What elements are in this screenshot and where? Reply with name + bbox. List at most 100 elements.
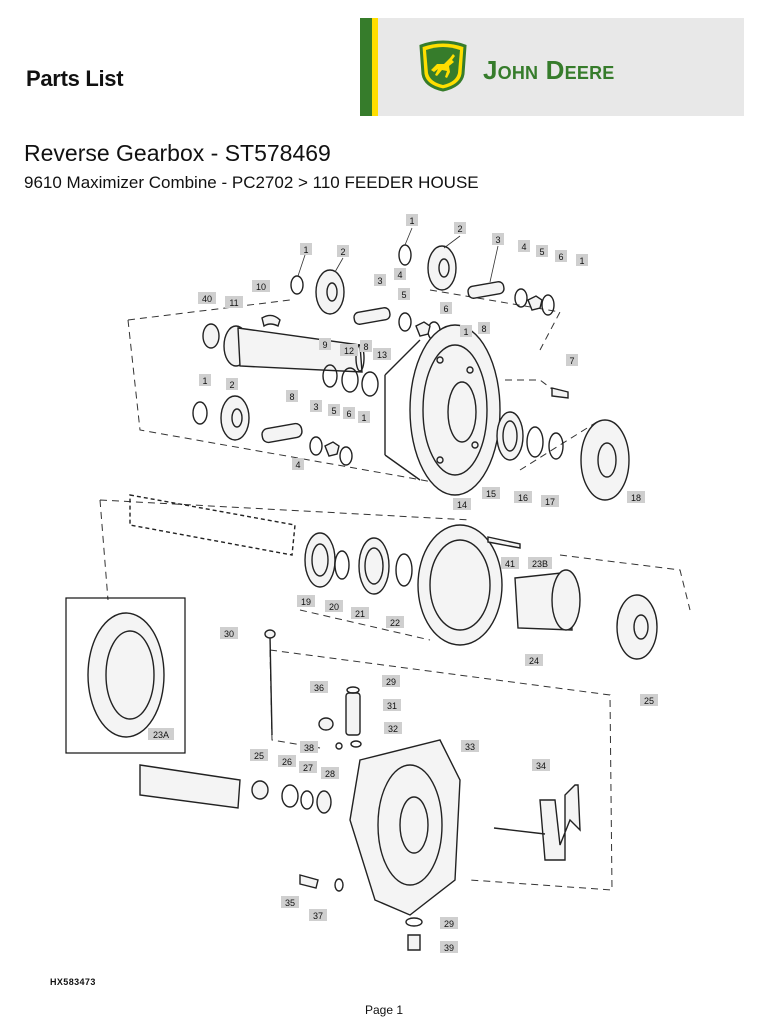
svg-text:6: 6	[346, 409, 351, 419]
callout-4c: 4	[292, 458, 304, 470]
callout-11: 11	[225, 296, 243, 308]
callout-4a: 4	[518, 240, 530, 252]
svg-text:38: 38	[304, 743, 314, 753]
svg-text:5: 5	[331, 406, 336, 416]
svg-text:13: 13	[377, 350, 387, 360]
svg-text:20: 20	[329, 602, 339, 612]
svg-text:41: 41	[505, 559, 515, 569]
svg-text:31: 31	[387, 701, 397, 711]
svg-text:29: 29	[386, 677, 396, 687]
callout-22: 22	[386, 616, 404, 628]
document-title: Reverse Gearbox - ST578469	[24, 140, 331, 166]
callout-20: 20	[325, 600, 343, 612]
part-group-lower	[139, 629, 581, 951]
document-subtitle: 9610 Maximizer Combine - PC2702 > 110 FE…	[24, 173, 479, 192]
svg-text:18: 18	[631, 493, 641, 503]
callout-3c: 3	[310, 400, 322, 412]
svg-text:4: 4	[521, 242, 526, 252]
callout-3a: 3	[492, 233, 504, 245]
part-group-upper-shaft	[202, 314, 379, 397]
callout-15: 15	[482, 487, 500, 499]
exploded-parts-diagram: 1 2 1 2 3 4 5 6 1 4 3 5 10 40 11 6 8 1 8…	[65, 214, 691, 953]
svg-text:1: 1	[303, 245, 308, 255]
callout-5b: 5	[398, 288, 410, 300]
callout-12: 12	[340, 344, 358, 356]
callout-1c: 1	[576, 254, 588, 266]
callout-4b: 4	[394, 268, 406, 280]
svg-text:1: 1	[579, 256, 584, 266]
svg-text:34: 34	[536, 761, 546, 771]
svg-text:23B: 23B	[532, 559, 548, 569]
svg-text:36: 36	[314, 683, 324, 693]
svg-text:24: 24	[529, 656, 539, 666]
svg-text:1: 1	[202, 376, 207, 386]
callout-1f: 1	[358, 411, 370, 423]
deer-logo-icon	[419, 40, 467, 92]
svg-text:2: 2	[229, 380, 234, 390]
callout-13: 13	[373, 348, 391, 360]
svg-text:3: 3	[377, 276, 382, 286]
callout-33: 32	[384, 722, 402, 734]
svg-text:14: 14	[457, 500, 467, 510]
callout-1d: 1	[460, 325, 472, 337]
callout-23a: 23A	[148, 728, 174, 740]
svg-text:40: 40	[202, 294, 212, 304]
brand-name: John Deere	[483, 55, 615, 85]
svg-text:5: 5	[539, 247, 544, 257]
callout-6c: 6	[343, 407, 355, 419]
part-housing-14	[384, 324, 501, 496]
inset-ring-23a	[65, 597, 186, 754]
svg-text:37: 37	[313, 911, 323, 921]
callout-2c: 2	[226, 378, 238, 390]
svg-text:12: 12	[344, 346, 354, 356]
part-group-upper-lower	[192, 395, 353, 466]
callout-16: 16	[514, 491, 532, 503]
callout-40: 39	[440, 941, 458, 953]
callout-25: 25	[640, 694, 658, 706]
svg-text:21: 21	[355, 609, 365, 619]
svg-text:2: 2	[457, 224, 462, 234]
callout-5c: 5	[328, 404, 340, 416]
brand-banner: John Deere	[360, 18, 744, 116]
callout-26: 25	[250, 749, 268, 761]
callout-labels: 1 2 1 2 3 4 5 6 1 4 3 5 10 40 11 6 8 1 8…	[148, 214, 658, 953]
svg-text:25: 25	[254, 751, 264, 761]
callout-35: 34	[532, 759, 550, 771]
callout-8c: 8	[286, 390, 298, 402]
callout-24: 24	[525, 654, 543, 666]
brand-stripe-green	[360, 18, 372, 116]
svg-text:7: 7	[569, 356, 574, 366]
svg-text:6: 6	[558, 252, 563, 262]
callout-27: 26	[278, 755, 296, 767]
callout-2a: 2	[454, 222, 466, 234]
section-label: Parts List	[26, 66, 124, 91]
callout-38: 37	[309, 909, 327, 921]
callout-6b: 6	[440, 302, 452, 314]
upper-assembly-outline	[127, 289, 601, 486]
callout-1e: 1	[199, 374, 211, 386]
svg-text:30: 30	[224, 629, 234, 639]
callout-30b: 29	[440, 917, 458, 929]
svg-text:19: 19	[301, 597, 311, 607]
svg-text:9: 9	[322, 340, 327, 350]
svg-text:6: 6	[443, 304, 448, 314]
callout-7: 7	[566, 354, 578, 366]
brand-stripe-yellow	[372, 18, 378, 116]
svg-text:22: 22	[390, 618, 400, 628]
callout-37: 36	[310, 681, 328, 693]
svg-text:4: 4	[397, 270, 402, 280]
callout-17: 17	[541, 495, 559, 507]
callout-29: 28	[321, 767, 339, 779]
callout-3b: 3	[374, 274, 386, 286]
svg-text:3: 3	[313, 402, 318, 412]
svg-text:1: 1	[409, 216, 414, 226]
svg-text:3: 3	[495, 235, 500, 245]
callout-30a: 29	[382, 675, 400, 687]
svg-text:1: 1	[361, 413, 366, 423]
svg-text:28: 28	[325, 769, 335, 779]
callout-2b: 2	[337, 245, 349, 257]
callout-31: 30	[220, 627, 238, 639]
callout-1b: 1	[300, 243, 312, 255]
callout-6a: 6	[555, 250, 567, 262]
svg-text:23A: 23A	[153, 730, 169, 740]
